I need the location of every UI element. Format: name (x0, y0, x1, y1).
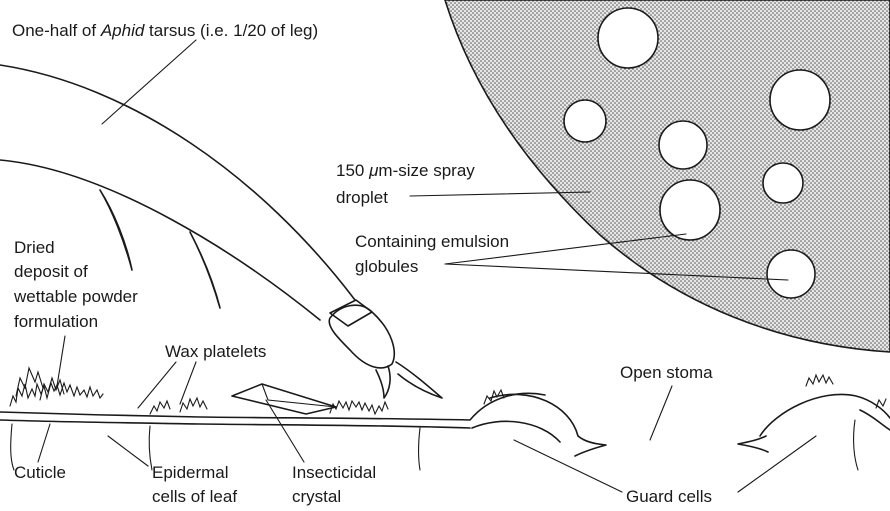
globule (763, 163, 803, 203)
deposit-label-line4: formulation (14, 312, 98, 331)
deposit-label-line1: Dried (14, 238, 55, 257)
droplet-label-suffix: m-size spray (378, 161, 475, 180)
globule (660, 180, 720, 240)
insecticidal-crystal (232, 384, 336, 414)
leader-guard-1 (514, 440, 622, 492)
leader-wax-1 (138, 362, 176, 408)
leader-tarsus (102, 40, 196, 124)
label-open-stoma: Open stoma (620, 363, 713, 382)
label-epidermal-cells: Epidermal cells of leaf (152, 463, 237, 506)
droplet-label-prefix: 150 (336, 161, 369, 180)
label-insecticidal-crystal: Insecticidal crystal (292, 463, 376, 506)
tarsus-label-prefix: One-half of (12, 21, 101, 40)
epidermal-label-line2: cells of leaf (152, 487, 237, 506)
globule (767, 250, 815, 298)
leader-cuticle (38, 424, 50, 462)
label-dried-deposit: Dried deposit of wettable powder formula… (13, 238, 138, 331)
deposit-label-line3: wettable powder (13, 287, 138, 306)
deposit-label-line2: deposit of (14, 262, 88, 281)
droplet-label-line2: droplet (336, 188, 388, 207)
leaf-surface (0, 393, 890, 470)
leader-stoma (650, 386, 672, 440)
label-wax-platelets: Wax platelets (165, 342, 266, 361)
globule (564, 100, 606, 142)
tarsus-label-suffix: tarsus (i.e. 1/20 of leg) (144, 21, 318, 40)
svg-text:150 μm-size spray: 150 μm-size spray (336, 161, 475, 180)
leader-deposit (57, 336, 65, 386)
crystal-label-line1: Insecticidal (292, 463, 376, 482)
leader-guard-2 (738, 436, 816, 492)
leader-wax-2 (180, 362, 196, 404)
label-emulsion-globules: Containing emulsion globules (355, 232, 509, 276)
wax-platelets (10, 368, 886, 414)
spray-droplet (445, 0, 890, 352)
emulsion-label-line1: Containing emulsion (355, 232, 509, 251)
label-aphid-tarsus: One-half of Aphid tarsus (i.e. 1/20 of l… (12, 21, 318, 40)
label-cuticle: Cuticle (14, 463, 66, 482)
tarsus-label-genus: Aphid (100, 21, 145, 40)
label-spray-droplet: 150 μm-size spray droplet (336, 161, 475, 207)
crystal-label-line2: crystal (292, 487, 341, 506)
leader-epidermal (108, 436, 148, 466)
globule (659, 121, 707, 169)
epidermal-label-line1: Epidermal (152, 463, 229, 482)
emulsion-label-line2: globules (355, 257, 418, 276)
globule (770, 70, 830, 130)
label-guard-cells: Guard cells (626, 487, 712, 506)
globule (598, 8, 658, 68)
svg-text:One-half of Aphid tarsus (i.e.: One-half of Aphid tarsus (i.e. 1/20 of l… (12, 21, 318, 40)
